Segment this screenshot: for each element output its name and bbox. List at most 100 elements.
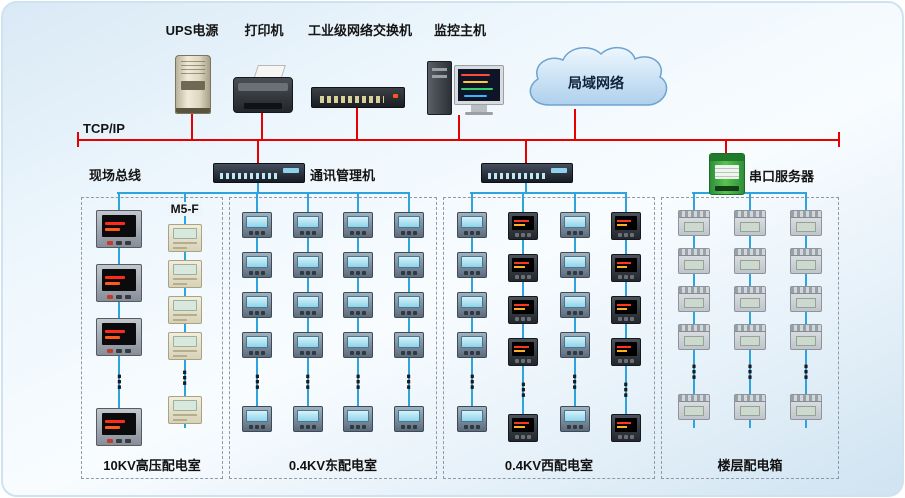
multifunction-power-meter: [242, 212, 273, 238]
device-bus-column: ⋮: [285, 192, 331, 452]
host-label: 监控主机: [433, 23, 487, 38]
zone-floor-dist-box: ⋮⋮⋮ 楼层配电箱: [661, 192, 839, 479]
ups-drop-line: [191, 111, 193, 140]
multifunction-power-meter: [457, 292, 488, 318]
serial-server-device: [709, 153, 745, 195]
m5f-protection-relay: [167, 260, 202, 288]
monitor-screen: [458, 69, 500, 101]
din-rail-energy-meter: [678, 248, 710, 274]
monitor-stand: [471, 105, 487, 112]
din-rail-energy-meter: [678, 210, 710, 236]
multifunction-power-meter: [393, 252, 424, 278]
multifunction-power-meter: [343, 406, 374, 432]
zone-columns: ⋮⋮⋮: [662, 192, 838, 452]
multifunction-power-meter: [559, 406, 590, 432]
multifunction-power-meter: [292, 292, 323, 318]
switch-drop-line: [356, 106, 358, 140]
multifunction-power-meter: [508, 414, 539, 442]
multifunction-power-meter: [457, 252, 488, 278]
multifunction-power-meter: [292, 212, 323, 238]
zone-04kv-west-room: ⋮ ⋮ ⋮ ⋮ 0.4KV西配电室: [443, 192, 655, 479]
multifunction-power-meter: [457, 406, 488, 432]
host-drop-line: [458, 115, 460, 140]
comm-manager-label: 通讯管理机: [310, 168, 376, 183]
multifunction-power-meter: [610, 254, 641, 282]
continuation-ellipsis: ⋮: [565, 372, 584, 392]
printer-body: [233, 77, 293, 113]
din-rail-energy-meter: [678, 394, 710, 420]
comm-manager-2-drop-line: [525, 140, 527, 164]
device-bus-column: ⋮: [670, 192, 718, 452]
blue-stub-cm2: [525, 181, 527, 193]
device-bus-column: M5-F ⋮: [157, 192, 213, 452]
device-bus-column: ⋮: [449, 192, 495, 452]
ups-panel: [181, 81, 205, 90]
din-rail-energy-meter: [734, 286, 766, 312]
comm-manager-display: [551, 168, 567, 173]
din-rail-energy-meter: [790, 248, 822, 274]
continuation-ellipsis: ⋮: [298, 372, 317, 392]
multifunction-power-meter: [393, 406, 424, 432]
pc-monitor: [454, 65, 504, 115]
continuation-ellipsis: ⋮: [248, 372, 267, 392]
device-bus-column: ⋮: [335, 192, 381, 452]
din-rail-energy-meter: [734, 394, 766, 420]
device-bus-column: ⋮: [234, 192, 280, 452]
serial-server-cap: [710, 154, 744, 161]
comm-manager-ports: [220, 173, 278, 179]
continuation-ellipsis: ⋮: [399, 372, 418, 392]
device-bus-column: ⋮: [500, 192, 546, 452]
multifunction-power-meter: [559, 212, 590, 238]
hv-power-meter: [96, 264, 143, 302]
serial-server-drop-line: [725, 140, 727, 154]
din-rail-energy-meter: [734, 248, 766, 274]
din-rail-energy-meter: [678, 286, 710, 312]
zone-label: 10KV高压配电室: [103, 458, 201, 473]
fieldbus-line-1: [117, 192, 409, 194]
zone-label: 0.4KV东配电室: [288, 458, 378, 473]
tcpip-bus-line: [78, 139, 840, 141]
switch-ports: [320, 96, 384, 103]
hv-power-meter: [96, 408, 143, 446]
blue-stub-cm1: [257, 181, 259, 193]
din-rail-energy-meter: [734, 210, 766, 236]
m5f-label: M5-F: [167, 202, 202, 216]
multifunction-power-meter: [559, 332, 590, 358]
multifunction-power-meter: [559, 252, 590, 278]
switch-label: 工业级网络交换机: [307, 23, 413, 38]
printer-deck: [238, 83, 288, 91]
continuation-ellipsis: ⋮: [110, 372, 129, 392]
multifunction-power-meter: [343, 292, 374, 318]
multifunction-power-meter: [292, 406, 323, 432]
zone-columns: ⋮ ⋮ ⋮ ⋮: [444, 192, 654, 452]
device-bus-column: ⋮: [91, 192, 147, 452]
serial-server-faceplate: [715, 165, 739, 179]
device-bus-column: ⋮: [386, 192, 432, 452]
monitoring-host-device: [427, 59, 507, 117]
comm-manager-1-drop-line: [257, 140, 259, 164]
multifunction-power-meter: [610, 296, 641, 324]
continuation-ellipsis: ⋮: [514, 380, 533, 400]
printer-tray: [244, 103, 282, 109]
device-bus-column: ⋮: [782, 192, 830, 452]
zone-10kv-hv-room: ⋮ M5-F ⋮ 10KV高压配电室: [81, 192, 223, 479]
zone-columns: ⋮ ⋮ ⋮ ⋮: [230, 192, 436, 452]
tcpip-right-tick: [838, 132, 840, 147]
device-bus-column: ⋮: [603, 192, 649, 452]
multifunction-power-meter: [242, 292, 273, 318]
device-bus-column: ⋮: [552, 192, 598, 452]
ups-label: UPS电源: [165, 23, 219, 38]
device-bus-column: ⋮: [726, 192, 774, 452]
continuation-ellipsis: ⋮: [175, 368, 194, 388]
zone-04kv-east-room: ⋮ ⋮ ⋮ ⋮ 0.4KV东配电室: [229, 192, 437, 479]
zone-columns: ⋮ M5-F ⋮: [82, 192, 222, 452]
din-rail-energy-meter: [790, 210, 822, 236]
continuation-ellipsis: ⋮: [797, 362, 815, 382]
multifunction-power-meter: [292, 252, 323, 278]
m5f-protection-relay: [167, 396, 202, 424]
printer-drop-line: [261, 113, 263, 140]
zone-label: 0.4KV西配电室: [504, 458, 594, 473]
comm-manager-2-device: [481, 163, 573, 183]
lan-cloud: 局域网络: [521, 43, 671, 119]
continuation-ellipsis: ⋮: [349, 372, 368, 392]
